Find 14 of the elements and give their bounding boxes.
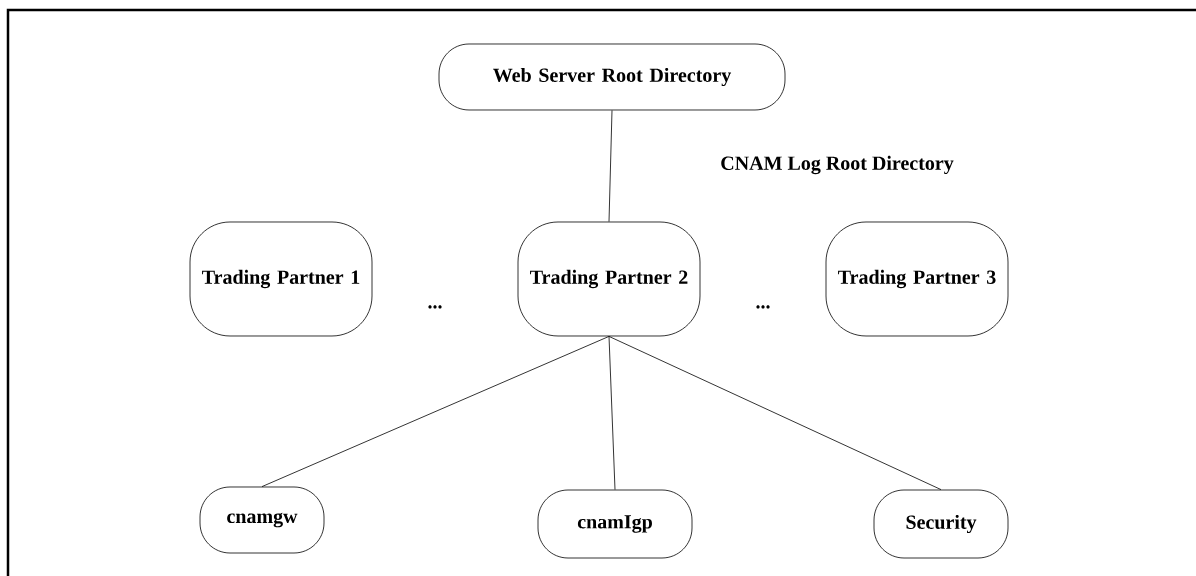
rounded-box: cnamgw (199, 486, 325, 554)
rounded-box: Trading Partner 1 (189, 221, 373, 337)
rounded-box: Trading Partner 2 (517, 221, 701, 337)
rounded-box: cnamIgp (537, 489, 693, 559)
connector-line (608, 336, 942, 490)
directory-label: CNAM Log Root Directory (721, 155, 954, 175)
rounded-box: Trading Partner 3 (825, 221, 1009, 337)
ellipsis: ... (756, 305, 770, 309)
ellipsis: ... (428, 305, 442, 309)
connector-line (608, 110, 613, 222)
rounded-box: Web Server Root Directory (438, 43, 786, 111)
rounded-box: Security (873, 489, 1009, 559)
connector-line (261, 336, 610, 487)
connector-line (608, 336, 616, 490)
